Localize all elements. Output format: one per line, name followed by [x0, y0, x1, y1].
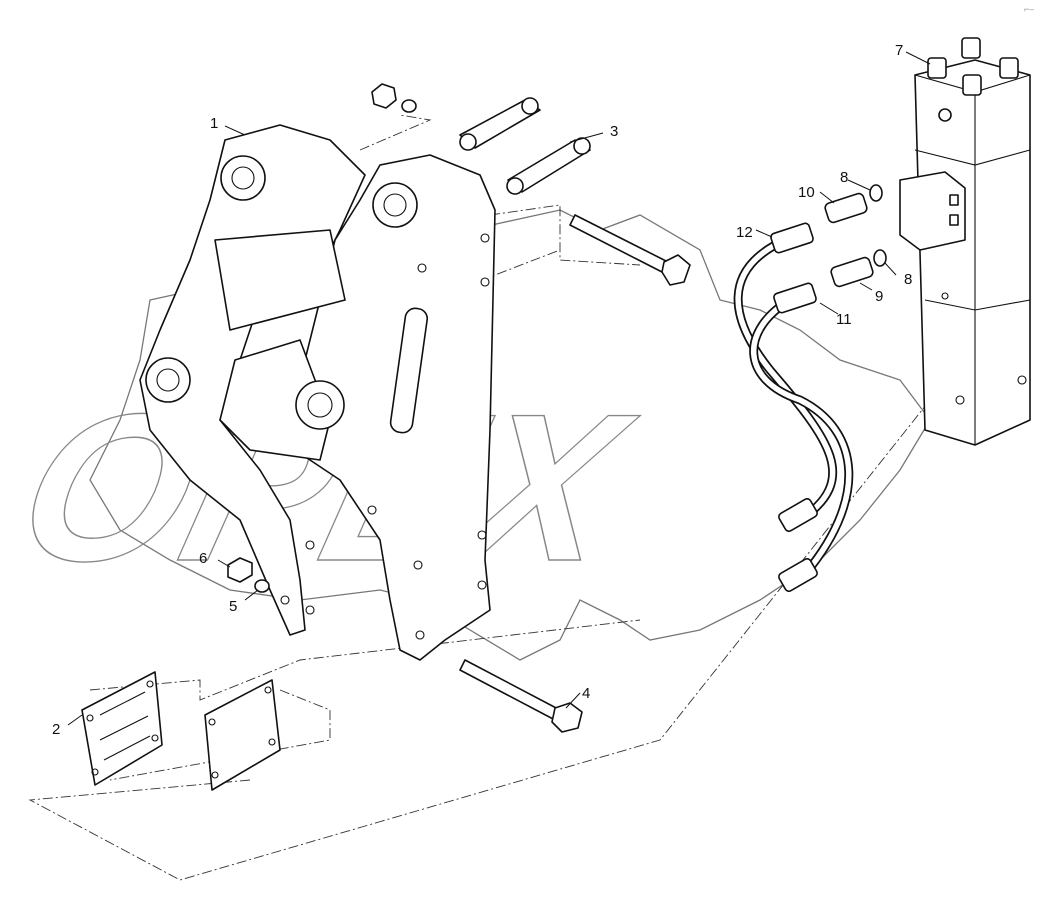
hose-fittings — [770, 184, 887, 592]
callout-4: 4 — [582, 685, 590, 702]
leader-lines — [67, 51, 931, 726]
callout-7: 7 — [895, 42, 903, 59]
callout-6: 6 — [199, 550, 207, 567]
watermark-gear-outline — [89, 209, 931, 661]
lower-bolt — [459, 659, 583, 733]
bracket-bolt-holes — [280, 233, 490, 640]
wear-pads — [81, 671, 281, 791]
corner-mark: ⌐– — [1024, 4, 1034, 14]
callout-5: 5 — [229, 598, 237, 615]
o-ring-upper — [869, 184, 883, 202]
upper-bolt — [569, 214, 691, 286]
adapter-10 — [824, 192, 868, 224]
adapter-9 — [830, 256, 874, 288]
link-rods — [459, 97, 591, 195]
bracket-slot — [389, 307, 429, 434]
callout-12: 12 — [736, 224, 753, 241]
pin-boss-top-right — [372, 182, 418, 228]
boom-bracket — [139, 124, 496, 661]
valve-block — [899, 37, 1031, 446]
callout-1: 1 — [210, 115, 218, 132]
valve-ports — [927, 37, 1019, 122]
callout-8-upper: 8 — [840, 169, 848, 186]
o-ring-lower — [873, 249, 887, 267]
callout-2: 2 — [52, 721, 60, 738]
callout-9: 9 — [875, 288, 883, 305]
bracket-lower-web — [219, 339, 331, 461]
valve-solenoid — [899, 171, 966, 251]
callout-8-lower: 8 — [904, 271, 912, 288]
callout-10: 10 — [798, 184, 815, 201]
pin-boss-mid-right — [295, 380, 345, 430]
callouts: 1 2 3 4 5 6 7 8 8 9 10 11 12 — [52, 42, 912, 738]
top-nut-washer — [371, 83, 417, 113]
pin-boss-mid-left — [145, 357, 191, 403]
bracket-cross-member — [214, 229, 346, 331]
callout-3: 3 — [610, 123, 618, 140]
callout-11: 11 — [836, 311, 852, 328]
valve-block-body — [914, 59, 1031, 446]
lower-nut-washer — [227, 557, 270, 593]
wear-pad-flat — [204, 679, 281, 791]
pin-boss-top-left — [220, 155, 266, 201]
hydraulic-hoses — [733, 235, 854, 585]
